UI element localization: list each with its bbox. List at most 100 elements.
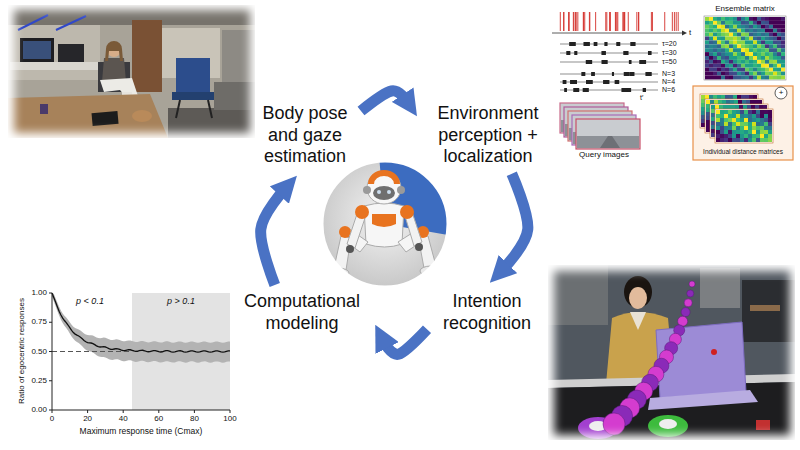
distance-matrices [724,114,728,118]
ensemble-matrix [733,72,737,76]
ensemble-matrix [745,37,749,41]
distance-matrices [720,126,724,130]
distance-matrices [711,109,715,113]
figure-label: 20 [83,415,92,423]
ensemble-matrix [777,72,781,76]
spike-rows [623,51,628,55]
ensemble-matrix [729,37,733,41]
ensemble-matrix [777,52,781,56]
distance-matrices [750,100,754,104]
ensemble-matrix [721,29,725,33]
ensemble-matrix [741,52,745,56]
ensemble-matrix [741,60,745,64]
ensemble-matrix [713,21,717,25]
robot-image [322,160,449,287]
axis-tick [49,293,52,294]
distance-matrices [752,114,756,118]
ensemble-matrix [713,48,717,52]
distance-matrices [756,122,760,126]
axis-tick [49,380,52,381]
ensemble-matrix [709,21,713,25]
ensemble-matrix [709,25,713,29]
lab-photo [548,265,795,440]
step-label: Body pose and gaze estimation [249,97,361,174]
distance-matrices [753,95,757,99]
ensemble-matrix [709,48,713,52]
ensemble-matrix [709,52,713,56]
distance-matrices [756,126,760,130]
ensemble-matrix [721,72,725,76]
robot-image [368,170,400,184]
room-photo [208,100,212,118]
ensemble-matrix [745,33,749,37]
trajectory-spheres [684,299,692,307]
distance-matrices [760,130,764,134]
ensemble-matrix [757,52,761,56]
ensemble-matrix [725,72,729,76]
ensemble-matrix [757,72,761,76]
ensemble-matrix [773,17,777,21]
distance-matrices [747,105,751,109]
ensemble-matrix [769,44,773,48]
distance-matrices [760,114,764,118]
ensemble-matrix [733,29,737,33]
ensemble-matrix [729,72,733,76]
ensemble-matrix [781,17,785,21]
cycle-arrow [261,189,285,285]
spike-train [583,12,584,31]
ensemble-matrix [725,60,729,64]
spike-train [672,12,673,31]
distance-matrices [743,105,747,109]
room-photo [176,58,210,94]
ensemble-matrix [725,76,729,80]
distance-matrices [728,130,732,134]
ensemble-matrix [781,44,785,48]
distance-matrices [760,134,764,138]
ensemble-matrix [705,17,709,21]
distance-matrices [711,133,715,137]
distance-matrices [752,138,756,142]
trajectory-spheres [603,281,695,435]
distance-matrices [724,138,728,142]
room-photo [222,30,255,90]
spike-train [563,12,564,31]
ensemble-matrix [717,52,721,56]
ensemble-matrix [769,68,773,72]
chart-curve [52,293,230,363]
ensemble-matrix [753,33,757,37]
ensemble-matrix [713,76,717,80]
ensemble-matrix [717,68,721,72]
distance-matrices [752,118,756,122]
ensemble-matrix [769,21,773,25]
figure-label: 0.50 [31,348,47,356]
place-recognition-panel [552,33,682,34]
ensemble-matrix [705,48,709,52]
robot-image [347,214,365,248]
ensemble-matrix [713,25,717,29]
ensemble-matrix [741,64,745,68]
ensemble-matrix [733,44,737,48]
distance-matrices [732,126,736,130]
spike-train [628,12,629,31]
robot-image [372,214,396,227]
ensemble-matrix [777,76,781,80]
ensemble-matrix [713,44,717,48]
room-photo [92,111,119,126]
ensemble-matrix [781,56,785,60]
distance-matrices [759,105,763,109]
distance-matrices [724,134,728,138]
spike-train [589,12,590,31]
ensemble-matrix [705,40,709,44]
spike-rows [629,72,634,76]
lab-photo [750,305,780,311]
ensemble-matrix [749,60,753,64]
ensemble-matrix [729,48,733,52]
ensemble-matrix [757,48,761,52]
distance-matrices [720,114,724,118]
figure-label: t [689,29,691,37]
ensemble-matrix [737,48,741,52]
figure-label: N=3 [662,70,675,77]
spike-train [652,12,653,31]
ensemble-matrix [761,52,765,56]
